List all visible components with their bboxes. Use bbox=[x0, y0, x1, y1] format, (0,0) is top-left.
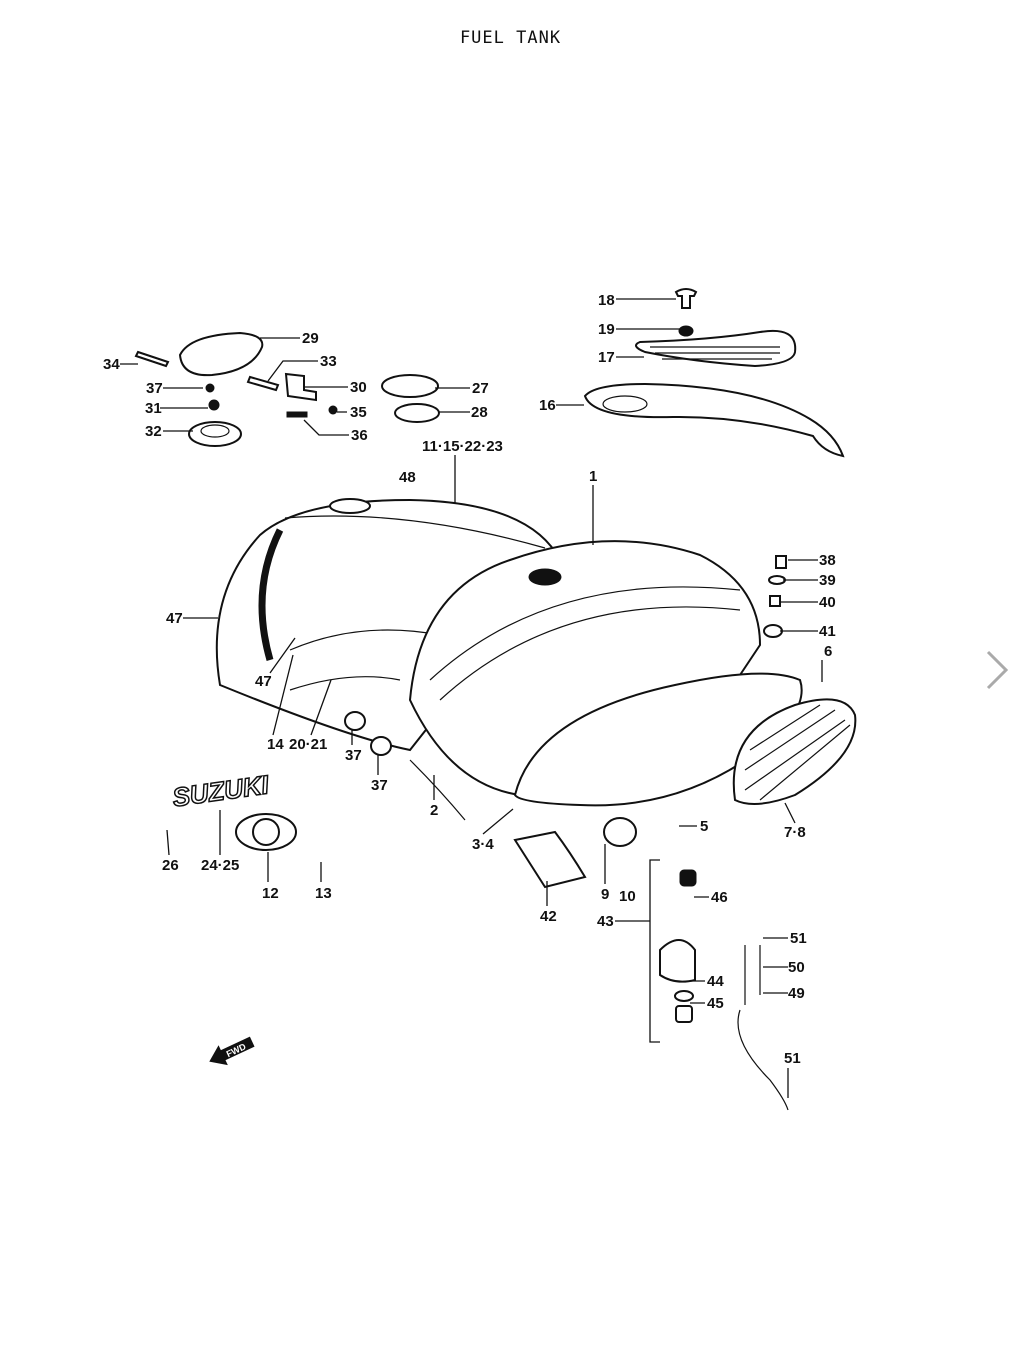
part-37-clip bbox=[205, 383, 215, 393]
callout-31: 31 bbox=[145, 400, 162, 417]
callout-35: 35 bbox=[350, 404, 367, 421]
callout-41: 41 bbox=[819, 623, 836, 640]
part-30-hinge bbox=[284, 372, 317, 402]
callout-44: 44 bbox=[707, 973, 724, 990]
fwd-arrow-icon: FWD bbox=[209, 1036, 255, 1066]
part-19-grommet bbox=[678, 325, 694, 337]
callout-5: 5 bbox=[700, 818, 708, 835]
callout-18: 18 bbox=[598, 292, 615, 309]
parts-drawing: SUZUKI FWD bbox=[134, 288, 857, 1111]
callout-39: 39 bbox=[819, 572, 836, 589]
callout-43: 43 bbox=[597, 913, 614, 930]
callout-51: 51 bbox=[784, 1050, 801, 1067]
part-16-plate bbox=[583, 382, 845, 458]
part-37-grommet bbox=[370, 736, 392, 756]
callout-46: 46 bbox=[711, 889, 728, 906]
callout-51: 51 bbox=[790, 930, 807, 947]
callout-38: 38 bbox=[819, 552, 836, 569]
callout-14: 14 bbox=[267, 736, 284, 753]
callout-47: 47 bbox=[166, 610, 183, 627]
callout-32: 32 bbox=[145, 423, 162, 440]
callout-45: 45 bbox=[707, 995, 724, 1012]
callout-11-15-22-23: 11·15·22·23 bbox=[422, 438, 503, 455]
leader-lines bbox=[120, 298, 823, 1098]
suzuki-logo-emblem: SUZUKI bbox=[171, 769, 272, 812]
part-48-tank-side bbox=[215, 498, 562, 752]
callout-16: 16 bbox=[539, 397, 556, 414]
callout-7-8: 7·8 bbox=[784, 824, 806, 841]
part-1-tank bbox=[408, 540, 762, 797]
callout-6: 6 bbox=[824, 643, 832, 660]
callout-40: 40 bbox=[819, 594, 836, 611]
callout-49: 49 bbox=[788, 985, 805, 1002]
callout-12: 12 bbox=[262, 885, 279, 902]
callout-17: 17 bbox=[598, 349, 615, 366]
callout-37: 37 bbox=[345, 747, 362, 764]
callout-labels: 18 19 17 16 29 34 33 37 30 27 31 35 28 3… bbox=[103, 292, 836, 1067]
callout-29: 29 bbox=[302, 330, 319, 347]
callout-47: 47 bbox=[255, 673, 272, 690]
callout-33: 33 bbox=[320, 353, 337, 370]
callout-26: 26 bbox=[162, 857, 179, 874]
part-49-50-hose bbox=[737, 945, 789, 1111]
callout-3-4: 3·4 bbox=[472, 836, 494, 853]
part-36-spring bbox=[286, 411, 308, 418]
chevron-right-icon bbox=[986, 650, 1009, 690]
page-title: FUEL TANK bbox=[459, 28, 562, 48]
callout-10: 10 bbox=[619, 888, 636, 905]
callout-37: 37 bbox=[146, 380, 163, 397]
callout-2: 2 bbox=[430, 802, 438, 819]
part-34-bolt bbox=[134, 350, 170, 368]
callout-30: 30 bbox=[350, 379, 367, 396]
callout-13: 13 bbox=[315, 885, 332, 902]
callout-37: 37 bbox=[371, 777, 388, 794]
callout-19: 19 bbox=[598, 321, 615, 338]
callout-27: 27 bbox=[472, 380, 489, 397]
part-9-emblem bbox=[603, 817, 637, 847]
part-43-petcock bbox=[659, 939, 696, 983]
callout-28: 28 bbox=[471, 404, 488, 421]
next-page-button[interactable] bbox=[982, 648, 1012, 692]
part-18-screw bbox=[674, 288, 698, 309]
part-31-spring bbox=[208, 399, 220, 411]
part-42-bracket bbox=[513, 830, 587, 889]
part-38-41-mount bbox=[763, 555, 787, 638]
callout-34: 34 bbox=[103, 356, 120, 373]
callout-20-21: 20·21 bbox=[289, 736, 327, 753]
part-2-tube bbox=[409, 759, 466, 821]
part-28-gasket bbox=[394, 403, 440, 423]
callout-9: 9 bbox=[601, 886, 609, 903]
callout-48: 48 bbox=[399, 469, 416, 486]
part-3-4-cover bbox=[513, 672, 803, 807]
part-37-grommet bbox=[344, 711, 366, 731]
part-29-cap bbox=[178, 331, 264, 377]
part-44-gasket bbox=[674, 990, 694, 1002]
part-33-pin bbox=[246, 375, 280, 392]
part-17-rack bbox=[635, 330, 797, 368]
bracket-43 bbox=[649, 859, 660, 1043]
part-45-cup bbox=[675, 1005, 693, 1023]
callout-1: 1 bbox=[589, 468, 597, 485]
part-46-washer bbox=[679, 869, 697, 887]
part-27-filler-cap bbox=[381, 374, 439, 398]
callout-36: 36 bbox=[351, 427, 368, 444]
callout-50: 50 bbox=[788, 959, 805, 976]
part-35-clip bbox=[328, 405, 338, 415]
callout-24-25: 24·25 bbox=[201, 857, 239, 874]
callout-42: 42 bbox=[540, 908, 557, 925]
part-7-8-grille bbox=[732, 698, 857, 805]
